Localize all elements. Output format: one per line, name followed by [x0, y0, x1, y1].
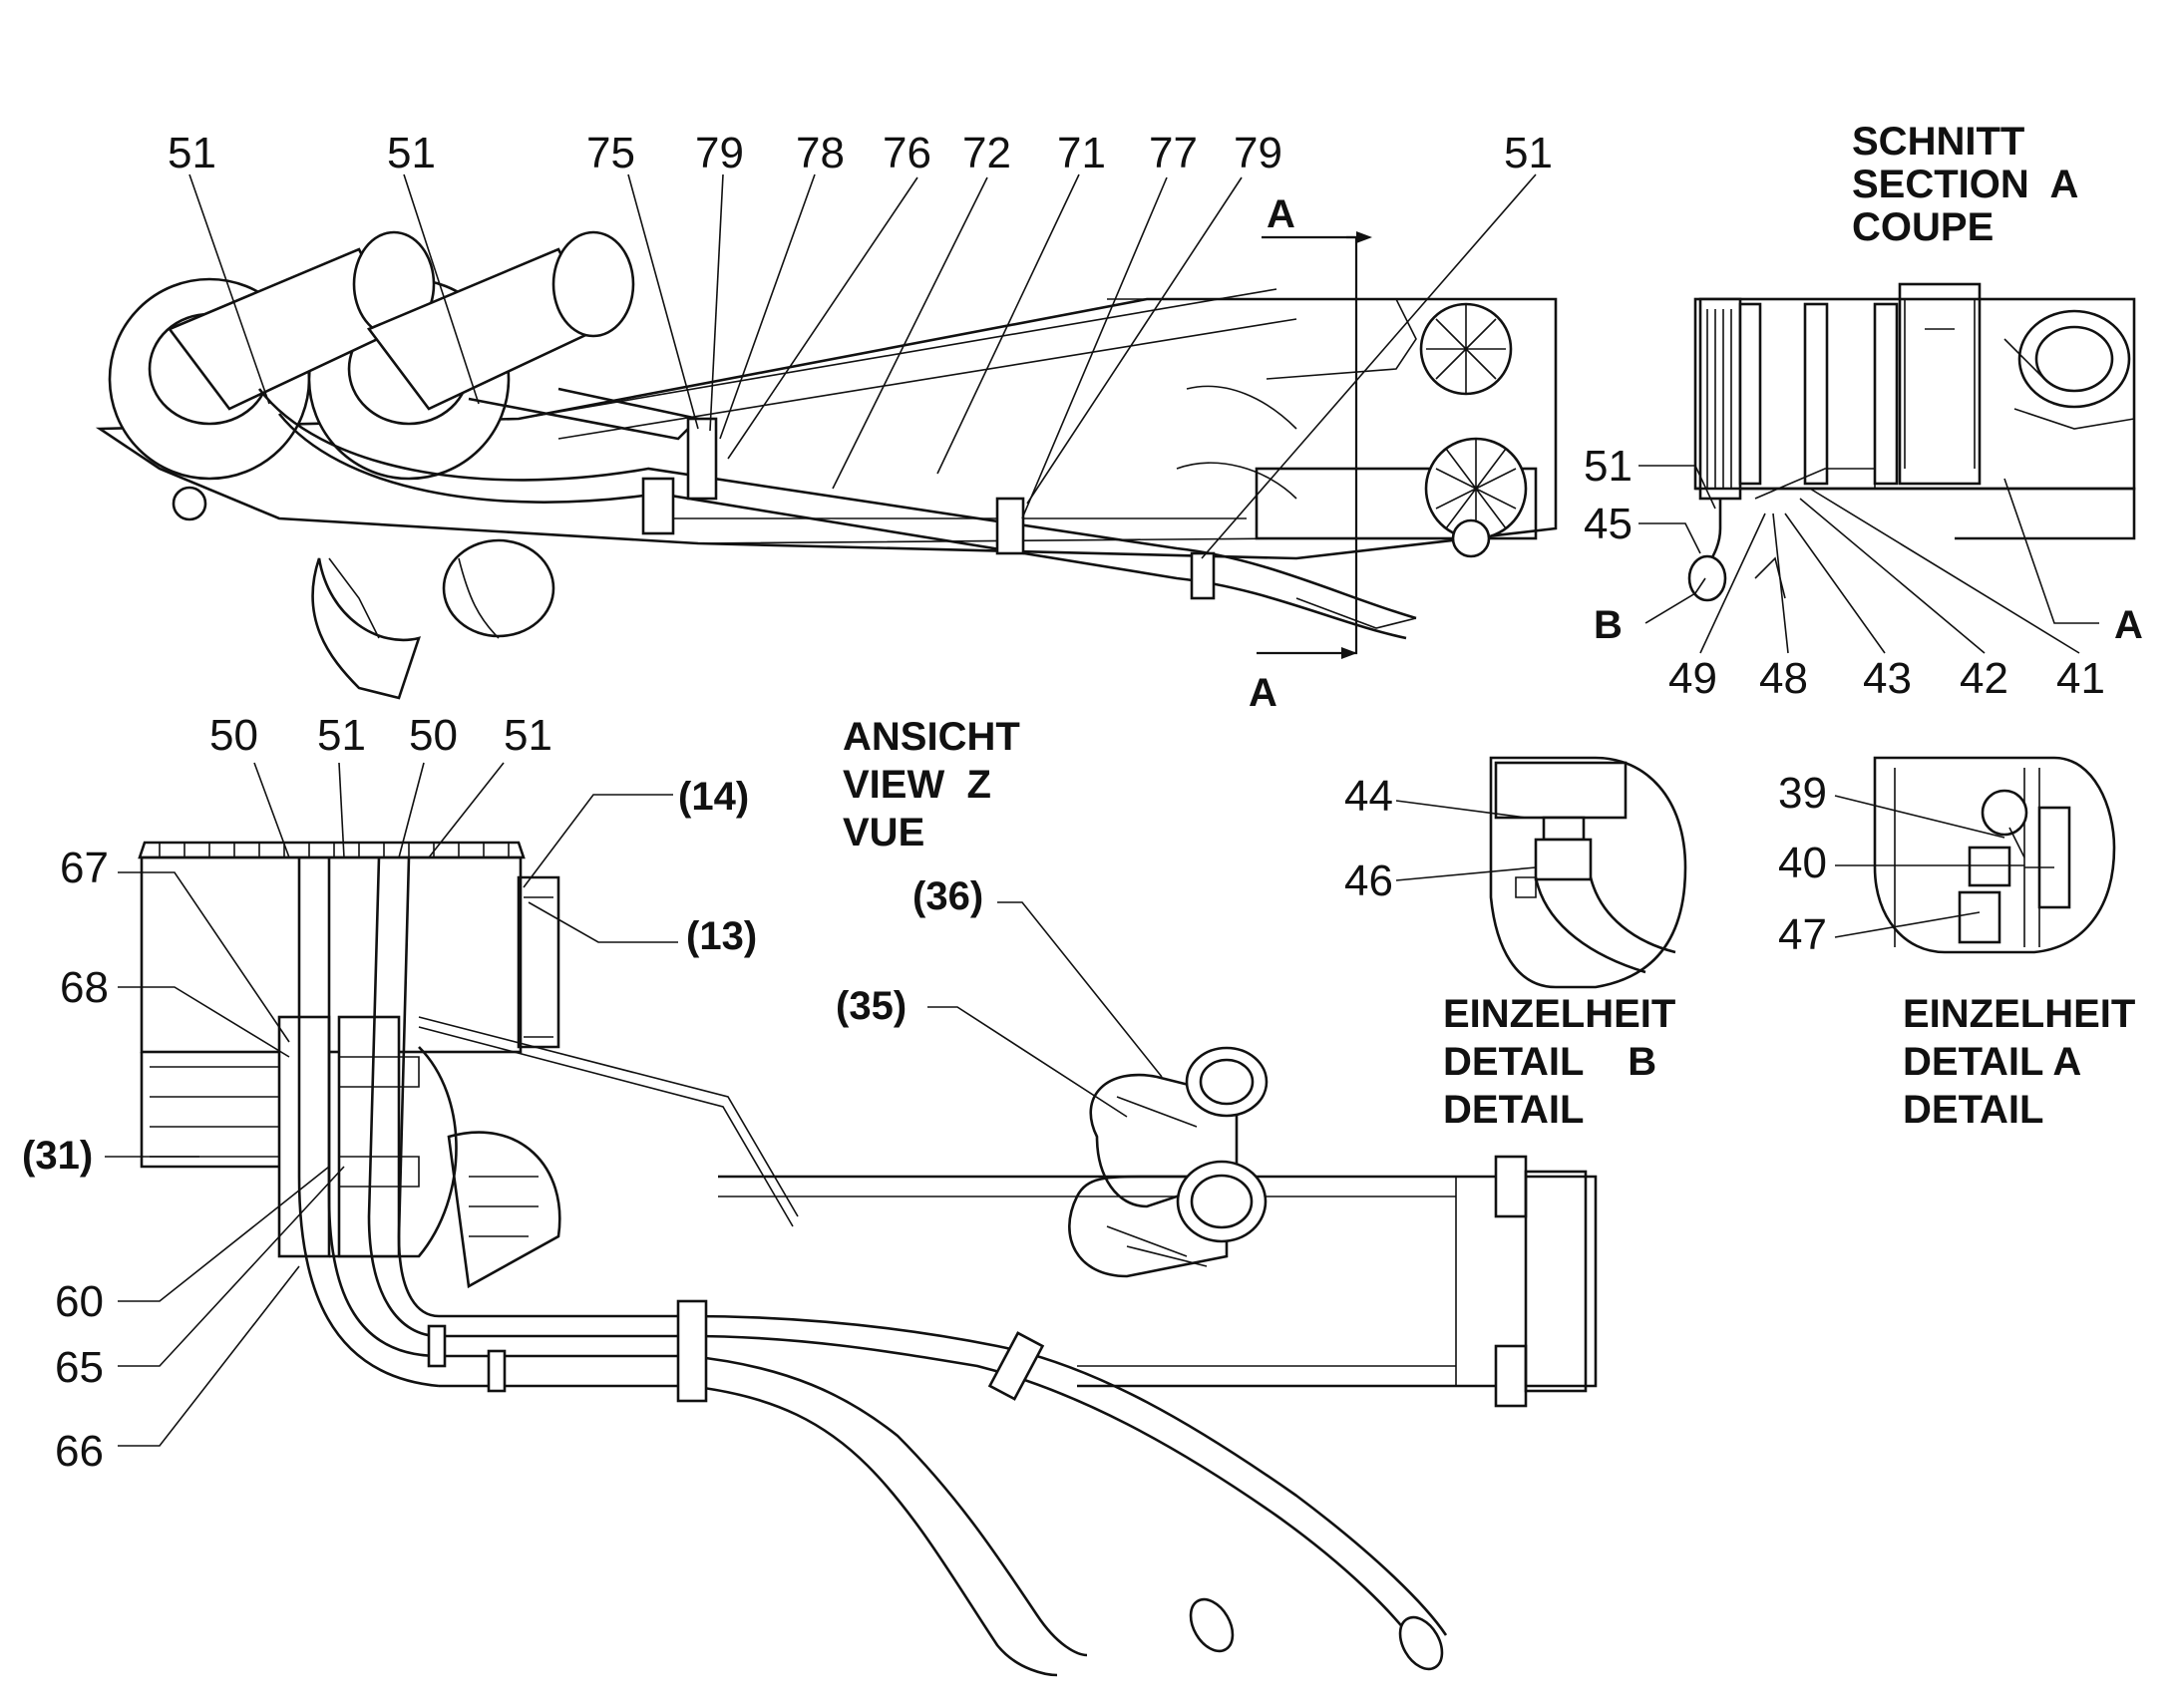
callout-76: 76 [883, 129, 931, 177]
callout-b-section: B [1594, 603, 1623, 647]
detail-b-title-line-2: DETAIL B [1443, 1040, 1656, 1084]
section-a-view [1687, 282, 2136, 602]
callout-47: 47 [1778, 910, 1827, 959]
detail-a-title-line-1: EINZELHEIT [1903, 992, 2135, 1036]
section-a-title-line-1: SCHNITT [1852, 120, 2024, 164]
view-z-callouts: ANSICHT VIEW Z VUE 50 51 50 51 67 68 (31… [22, 711, 1020, 1476]
view-z-title-line-2: VIEW Z [843, 763, 991, 807]
callout-41: 41 [2056, 654, 2105, 703]
callout-48: 48 [1759, 654, 1808, 703]
callout-77: 77 [1149, 129, 1198, 177]
view-z-drawing [138, 841, 1598, 1677]
detail-b-title-line-3: DETAIL [1443, 1088, 1584, 1132]
callout-35: (35) [836, 984, 907, 1028]
callout-72: 72 [962, 129, 1011, 177]
callout-43: 43 [1863, 654, 1912, 703]
callout-67: 67 [60, 844, 109, 892]
section-a-leaders [1638, 465, 2099, 654]
callout-51-a: 51 [168, 129, 216, 177]
callout-13: (13) [686, 914, 757, 958]
main-view-leaders [188, 173, 1537, 559]
callout-60: 60 [55, 1277, 104, 1326]
callout-50-a: 50 [209, 711, 258, 760]
callout-36: (36) [912, 874, 983, 918]
callout-49: 49 [1668, 654, 1717, 703]
callout-44: 44 [1344, 772, 1393, 821]
section-a-title-line-2: SECTION A [1852, 163, 2078, 206]
callout-79-b: 79 [1234, 129, 1282, 177]
callout-42: 42 [1960, 654, 2008, 703]
section-mark-a-bottom: A [1249, 671, 1277, 715]
detail-b-title-line-1: EINZELHEIT [1443, 992, 1675, 1036]
section-a-title-line-3: COUPE [1852, 205, 1994, 249]
callout-71: 71 [1057, 129, 1106, 177]
callout-51-z-b: 51 [504, 711, 552, 760]
detail-a-title-line-2: DETAIL A [1903, 1040, 2081, 1084]
main-view-callouts: 51 51 75 79 78 76 72 71 77 79 51 A A [168, 129, 1553, 715]
detail-a-title-line-3: DETAIL [1903, 1088, 2043, 1132]
callout-51-b: 51 [387, 129, 436, 177]
callout-78: 78 [796, 129, 845, 177]
callout-51-z-a: 51 [317, 711, 366, 760]
callout-46: 46 [1344, 856, 1393, 905]
section-a-callouts: SCHNITT SECTION A COUPE 51 45 B 49 48 43… [1584, 120, 2143, 703]
callout-68: 68 [60, 963, 109, 1012]
callout-a-section: A [2114, 603, 2143, 647]
callout-51-c: 51 [1504, 129, 1553, 177]
callout-14: (14) [678, 775, 749, 819]
callout-75: 75 [586, 129, 635, 177]
callout-45: 45 [1584, 500, 1633, 548]
view-z-title-line-1: ANSICHT [843, 715, 1020, 759]
callout-50-b: 50 [409, 711, 458, 760]
callout-65: 65 [55, 1343, 104, 1392]
view-z-title-line-3: VUE [843, 811, 924, 854]
callout-51-section: 51 [1584, 442, 1633, 491]
detail-a-view: 39 40 47 EINZELHEIT DETAIL A DETAIL [1778, 756, 2135, 1132]
main-side-view [95, 230, 1558, 700]
detail-b-view: 44 46 EINZELHEIT DETAIL B DETAIL [1344, 756, 1687, 1132]
section-mark-a-top: A [1267, 192, 1295, 236]
callout-66: 66 [55, 1427, 104, 1476]
callout-31: (31) [22, 1134, 93, 1178]
callout-79-a: 79 [695, 129, 744, 177]
callout-40: 40 [1778, 839, 1827, 887]
view-z-leaders [105, 762, 1163, 1447]
callout-39: 39 [1778, 769, 1827, 818]
